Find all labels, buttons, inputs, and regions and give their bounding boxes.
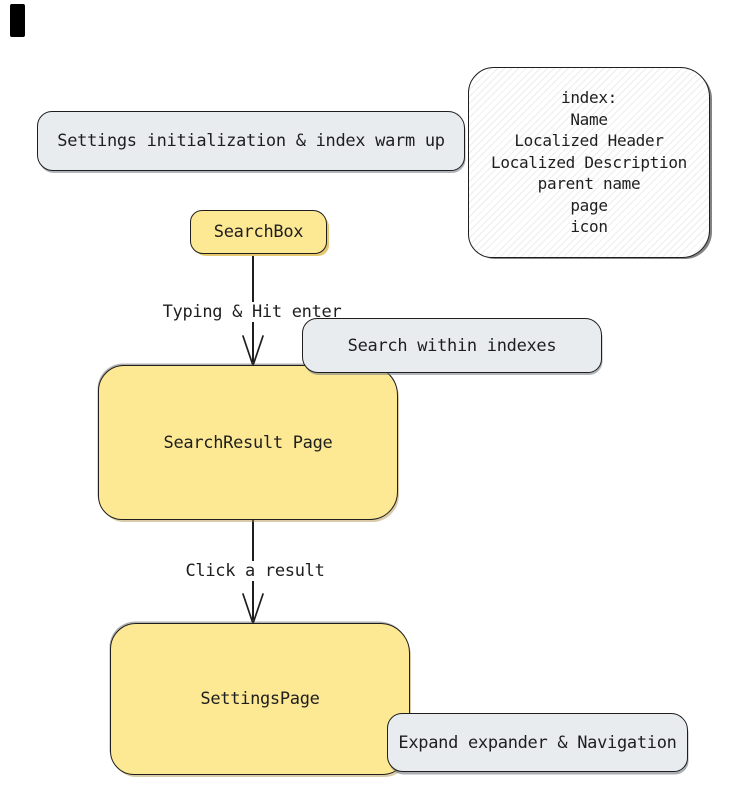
node-settings-init-warmup: Settings initialization & index warm up [37, 111, 465, 171]
node-label: SettingsPage [200, 689, 320, 709]
edge-label-click-result: Click a result [182, 561, 328, 581]
node-label: Expand expander & Navigation [398, 732, 677, 753]
index-card-line: parent name [537, 174, 641, 194]
screen-corner-marker [10, 4, 25, 37]
index-card-line: Name [570, 109, 608, 129]
node-index-fields-card: index: Name Localized Header Localized D… [468, 67, 710, 258]
arrowhead-down-icon [242, 593, 264, 623]
node-label: Search within indexes [347, 335, 557, 356]
node-expand-expander-navigation: Expand expander & Navigation [387, 713, 688, 772]
index-card-line: Localized Description [491, 152, 687, 172]
node-searchbox: SearchBox [190, 210, 327, 254]
index-card-line: index: [561, 88, 617, 108]
index-card-line: page [570, 195, 608, 215]
node-label: SearchBox [213, 222, 304, 242]
node-label: Settings initialization & index warm up [57, 131, 445, 151]
index-card-line: icon [570, 217, 608, 237]
node-searchresult-page: SearchResult Page [98, 365, 398, 520]
node-search-within-indexes: Search within indexes [302, 318, 602, 373]
node-label: SearchResult Page [163, 432, 333, 453]
arrowhead-down-icon [242, 335, 264, 365]
index-card-line: Localized Header [514, 131, 664, 151]
node-settings-page: SettingsPage [110, 623, 410, 775]
edge-label-typing: Typing & Hit enter [159, 302, 345, 322]
